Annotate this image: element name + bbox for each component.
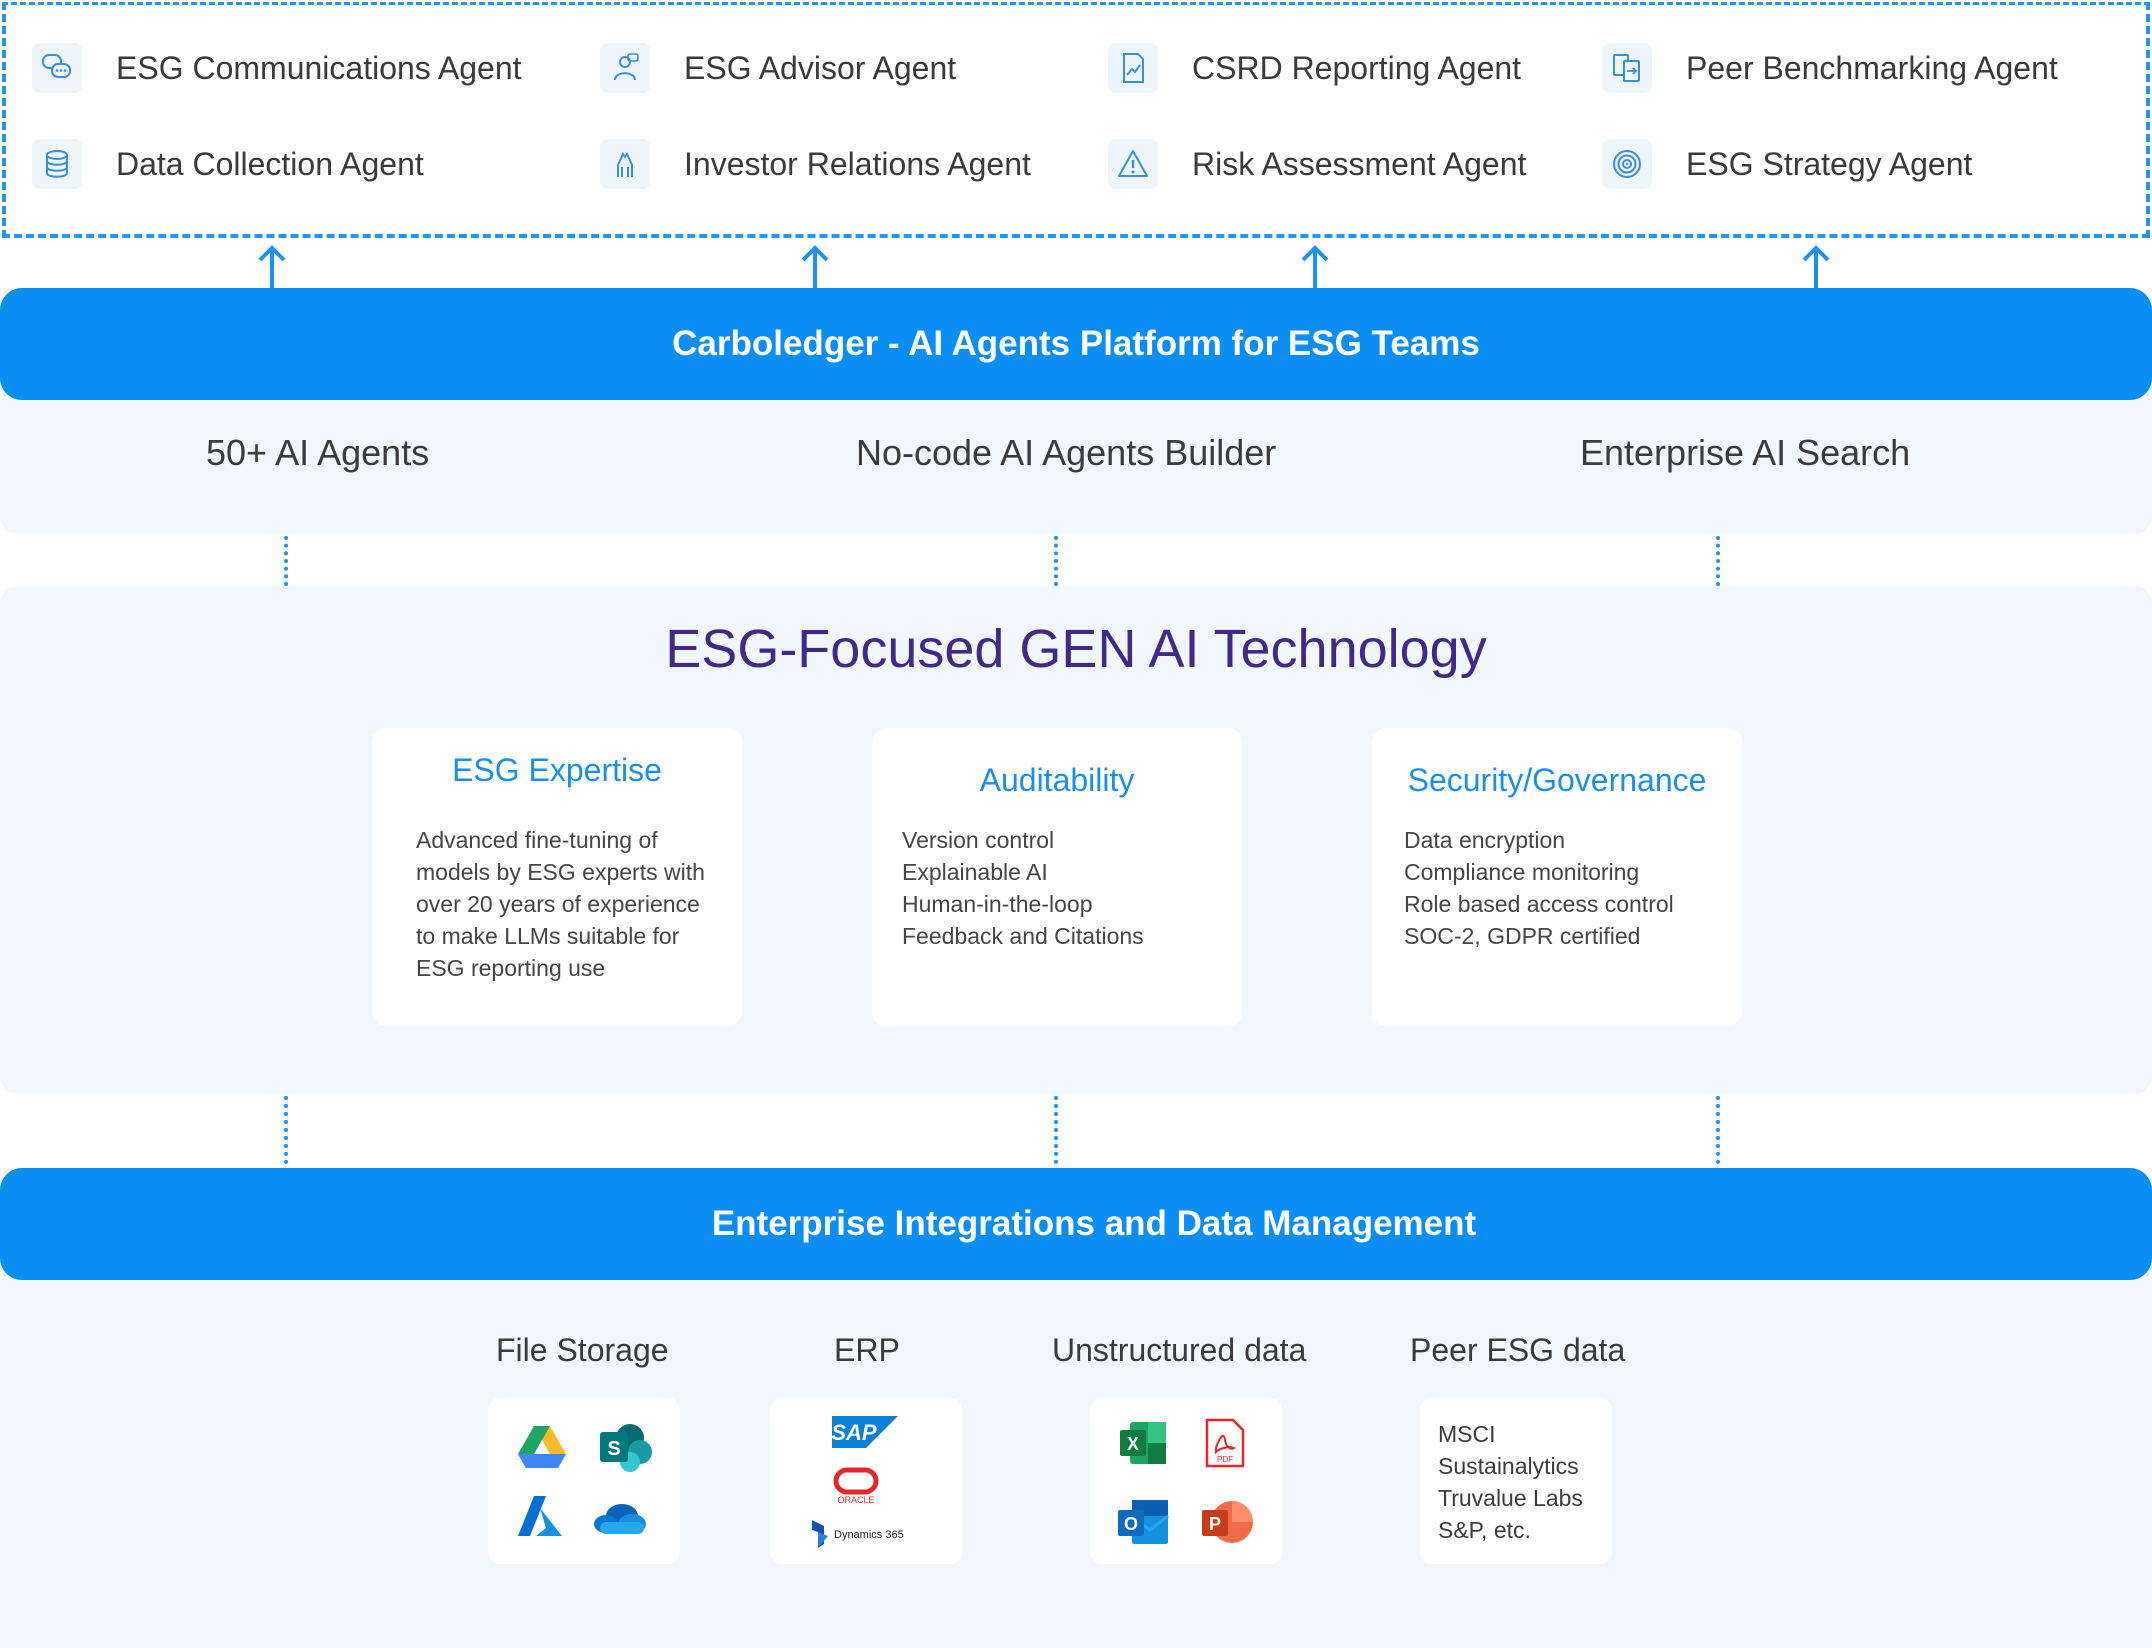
pdf-label: PDF xyxy=(1217,1455,1233,1464)
agent-label: Investor Relations Agent xyxy=(684,145,1031,182)
onedrive-icon xyxy=(594,1504,646,1534)
card-title: ESG Expertise xyxy=(452,752,662,788)
platform-title-bar: Carboledger - AI Agents Platform for ESG… xyxy=(0,288,2152,400)
connector-line xyxy=(284,536,288,586)
agent-label: Data Collection Agent xyxy=(116,145,424,182)
powerpoint-icon: P xyxy=(1202,1501,1253,1543)
card-line: Explainable AI xyxy=(902,859,1048,885)
feature-ai-agents: 50+ AI Agents xyxy=(206,432,430,473)
feature-enterprise-search: Enterprise AI Search xyxy=(1580,432,1911,473)
sap-logo-text: SAP xyxy=(832,1420,877,1445)
unstructured-data-box: X PDF O P xyxy=(1090,1398,1282,1564)
peer-esg-box: MSCI Sustainalytics Truvalue Labs S&P, e… xyxy=(1420,1398,1612,1564)
card-line: Version control xyxy=(902,827,1055,853)
agent-data-collection[interactable]: Data Collection Agent xyxy=(32,134,424,194)
agent-investor-relations[interactable]: Investor Relations Agent xyxy=(600,134,1031,194)
agent-risk-assessment[interactable]: Risk Assessment Agent xyxy=(1108,134,1526,194)
peer-esg-list: MSCI Sustainalytics Truvalue Labs S&P, e… xyxy=(1438,1418,1583,1546)
outlook-letter: O xyxy=(1124,1514,1138,1534)
file-storage-box: S xyxy=(488,1398,680,1564)
compare-documents-icon xyxy=(1602,43,1652,93)
connector-line xyxy=(1054,1096,1058,1164)
card-line: Human-in-the-loop xyxy=(902,891,1093,917)
agent-label: ESG Advisor Agent xyxy=(684,49,957,86)
handshake-icon xyxy=(600,139,650,189)
arrow-up-icon xyxy=(258,245,286,290)
source-label-erp: ERP xyxy=(834,1332,900,1368)
source-label-unstructured: Unstructured data xyxy=(1052,1332,1307,1368)
integrations-title-bar: Enterprise Integrations and Data Managem… xyxy=(0,1168,2152,1280)
dynamics-365-logo: Dynamics 365 xyxy=(812,1520,904,1548)
agent-label: CSRD Reporting Agent xyxy=(1192,49,1522,86)
connector-line xyxy=(1054,536,1058,586)
oracle-logo: ORACLE xyxy=(833,1467,879,1505)
card-body: Version control Explainable AI Human-in-… xyxy=(902,824,1144,952)
agent-esg-communications[interactable]: ESG Communications Agent xyxy=(32,38,522,98)
peer-source: Sustainalytics xyxy=(1438,1453,1579,1479)
feature-agents-builder: No-code AI Agents Builder xyxy=(856,432,1277,473)
azure-icon xyxy=(518,1496,562,1536)
erp-box: SAP ORACLE Dynamics 365 xyxy=(770,1398,962,1564)
card-auditability: Auditability Version control Explainable… xyxy=(872,728,1242,1026)
oracle-logo-text: ORACLE xyxy=(837,1495,874,1505)
card-body: Advanced fine-tuning of models by ESG ex… xyxy=(416,824,705,984)
sharepoint-letter: S xyxy=(607,1438,620,1460)
integrations-title: Enterprise Integrations and Data Managem… xyxy=(711,1204,1477,1243)
card-title: Security/Governance xyxy=(1407,762,1707,798)
agent-label: ESG Communications Agent xyxy=(116,49,522,86)
connector-line xyxy=(1716,1096,1720,1164)
source-label-peer-esg: Peer ESG data xyxy=(1410,1332,1626,1368)
sap-logo: SAP xyxy=(832,1416,898,1448)
warning-icon xyxy=(1108,139,1158,189)
peer-source: Truvalue Labs xyxy=(1438,1485,1583,1511)
card-line: models by ESG experts with xyxy=(416,859,705,885)
card-line: ESG reporting use xyxy=(416,955,606,981)
card-security-governance: Security/Governance Data encryption Comp… xyxy=(1372,728,1742,1026)
powerpoint-letter: P xyxy=(1209,1514,1221,1534)
agent-esg-strategy[interactable]: ESG Strategy Agent xyxy=(1602,134,1972,194)
card-title: Auditability xyxy=(979,762,1135,798)
source-label-file-storage: File Storage xyxy=(496,1332,669,1368)
agent-csrd-reporting[interactable]: CSRD Reporting Agent xyxy=(1108,38,1521,98)
agent-label: Risk Assessment Agent xyxy=(1192,145,1527,182)
outlook-icon: O xyxy=(1118,1500,1169,1544)
agents-panel xyxy=(2,2,2150,238)
dynamics-logo-text: Dynamics 365 xyxy=(834,1529,904,1541)
target-icon xyxy=(1602,139,1652,189)
arrow-up-icon xyxy=(801,245,829,290)
google-drive-icon xyxy=(518,1426,566,1468)
arrow-up-icon xyxy=(1802,245,1830,290)
card-line: SOC-2, GDPR certified xyxy=(1404,923,1641,949)
card-line: Compliance monitoring xyxy=(1404,859,1640,885)
platform-title: Carboledger - AI Agents Platform for ESG… xyxy=(672,324,1480,363)
card-line: Feedback and Citations xyxy=(902,923,1144,949)
excel-icon: X xyxy=(1120,1422,1166,1464)
agent-peer-benchmarking[interactable]: Peer Benchmarking Agent xyxy=(1602,38,2058,98)
peer-source: S&P, etc. xyxy=(1438,1517,1531,1543)
card-line: to make LLMs suitable for xyxy=(416,923,680,949)
card-line: Advanced fine-tuning of xyxy=(416,827,658,853)
card-line: over 20 years of experience xyxy=(416,891,700,917)
connector-line xyxy=(284,1096,288,1164)
agent-label: ESG Strategy Agent xyxy=(1686,145,1973,182)
platform-features-panel xyxy=(0,380,2152,534)
card-line: Data encryption xyxy=(1404,827,1566,853)
arrow-up-icon xyxy=(1301,245,1329,290)
connector-line xyxy=(1716,536,1720,586)
peer-source: MSCI xyxy=(1438,1421,1496,1447)
chat-bubbles-icon xyxy=(32,43,82,93)
agent-label: Peer Benchmarking Agent xyxy=(1686,49,2058,86)
advisor-icon xyxy=(600,43,650,93)
sharepoint-icon: S xyxy=(600,1424,652,1472)
card-esg-expertise: ESG Expertise Advanced fine-tuning of mo… xyxy=(372,728,742,1026)
agent-esg-advisor[interactable]: ESG Advisor Agent xyxy=(600,38,956,98)
card-line: Role based access control xyxy=(1404,891,1674,917)
report-chart-icon xyxy=(1108,43,1158,93)
excel-letter: X xyxy=(1127,1434,1139,1454)
integrations-panel xyxy=(0,1220,2152,1648)
database-icon xyxy=(32,139,82,189)
pdf-icon: PDF xyxy=(1205,1418,1245,1468)
card-body: Data encryption Compliance monitoring Ro… xyxy=(1404,824,1674,952)
technology-title: ESG-Focused GEN AI Technology xyxy=(665,619,1487,679)
